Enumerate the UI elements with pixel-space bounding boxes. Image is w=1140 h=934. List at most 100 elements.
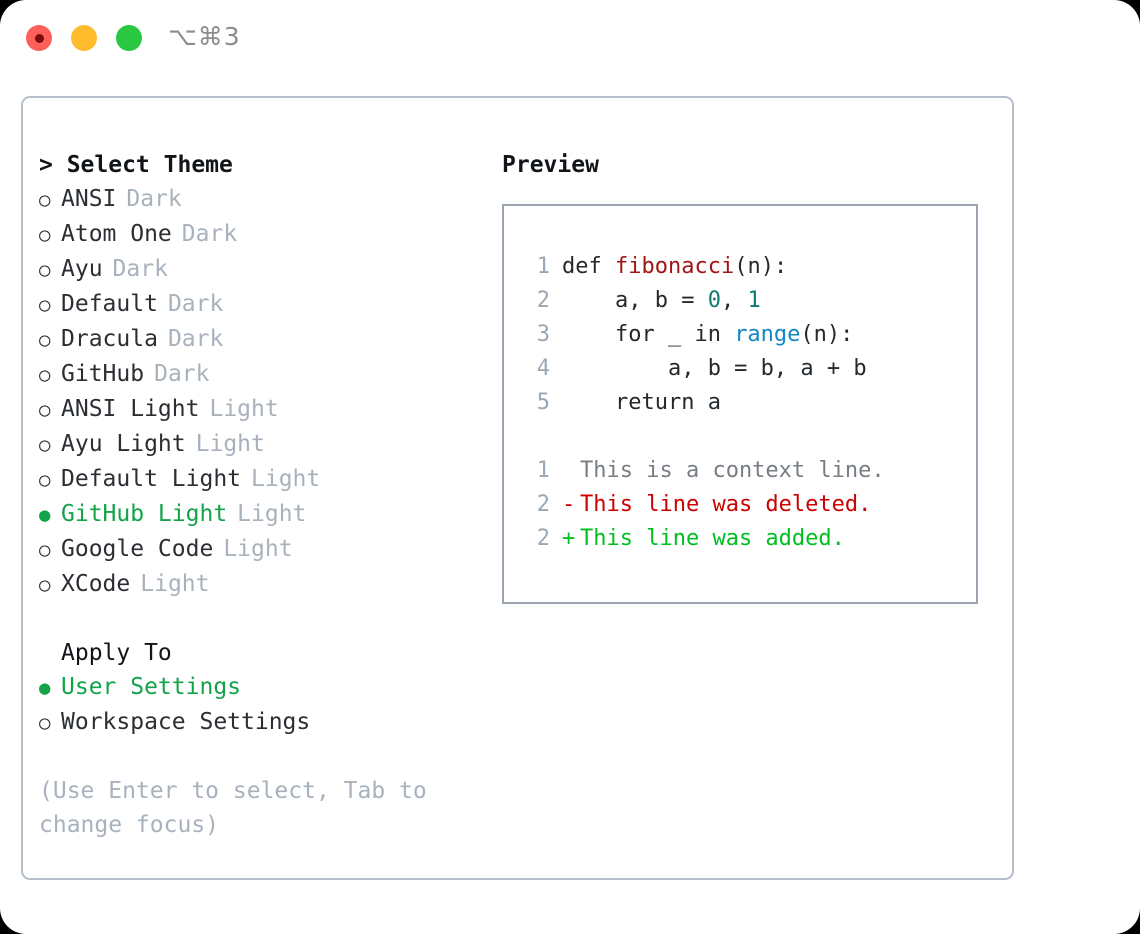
close-button[interactable]: [26, 25, 52, 51]
theme-option-variant: Light: [223, 536, 293, 562]
radio-unselected-icon: ○: [39, 539, 51, 561]
diff-sample: 1 This is a context line.2-This line was…: [522, 454, 976, 556]
code-token-plain: for _ in: [562, 322, 735, 347]
diff-sign: +: [562, 526, 576, 551]
theme-option-variant: Dark: [167, 291, 224, 317]
theme-option-label: Default Light: [61, 466, 242, 492]
theme-option-label: Ayu: [61, 256, 103, 282]
code-line-number: 4: [536, 356, 550, 381]
theme-option-label: Google Code: [61, 536, 214, 562]
radio-unselected-icon: ○: [39, 434, 51, 456]
code-line-number: 2: [536, 288, 550, 313]
code-line-number: 1: [536, 254, 550, 279]
apply-to-option-label: User Settings: [61, 674, 242, 700]
minimize-button[interactable]: [71, 25, 97, 51]
code-line: 3 for _ in range(n):: [522, 318, 976, 352]
radio-unselected-icon: ○: [39, 224, 51, 246]
code-line-number: 3: [536, 322, 550, 347]
theme-option-variant: Dark: [167, 326, 224, 352]
diff-line-text: This line was added.: [580, 526, 845, 551]
theme-option-variant: Dark: [112, 256, 168, 282]
diff-line-text: This line was deleted.: [580, 492, 872, 517]
radio-unselected-icon: ○: [39, 469, 51, 491]
code-line: 1 def fibonacci(n):: [522, 250, 976, 284]
apply-to-option-user-settings[interactable]: ●User Settings: [39, 670, 479, 705]
theme-option-variant: Light: [237, 501, 307, 527]
theme-option-label: GitHub: [61, 361, 145, 387]
code-line-text: a, b = 0, 1: [562, 284, 761, 318]
radio-unselected-icon: ○: [39, 189, 51, 211]
theme-option-dracula[interactable]: ○ Dracula Dark: [39, 322, 479, 357]
diff-line-deleted: 2-This line was deleted.: [522, 488, 976, 522]
theme-option-atom-one[interactable]: ○ Atom One Dark: [39, 217, 479, 252]
theme-option-label: Atom One: [61, 221, 172, 247]
code-token-plain: (n):: [734, 254, 788, 279]
theme-option-variant: Light: [251, 466, 321, 492]
radio-unselected-icon: ○: [39, 329, 51, 351]
theme-option-github-light[interactable]: ● GitHub Light Light: [39, 497, 479, 532]
diff-line-number: 1: [536, 458, 550, 483]
apply-to-option-workspace-settings[interactable]: ○Workspace Settings: [39, 705, 479, 740]
code-token-num: 0: [707, 288, 721, 313]
code-line: 4 a, b = b, a + b: [522, 352, 976, 386]
diff-line-number: 2: [536, 492, 550, 517]
diff-line-number: 2: [536, 526, 550, 551]
maximize-button[interactable]: [116, 25, 142, 51]
theme-option-google-code[interactable]: ○ Google Code Light: [39, 532, 479, 567]
code-token-plain: return a: [562, 390, 721, 415]
theme-option-default-light[interactable]: ○ Default Light Light: [39, 462, 479, 497]
theme-option-variant: Light: [140, 571, 210, 597]
radio-unselected-icon: ○: [39, 294, 51, 316]
code-token-plain: a, b =: [562, 288, 708, 313]
theme-option-variant: Dark: [181, 221, 238, 247]
theme-option-label: GitHub Light: [61, 501, 228, 527]
diff-line-body: -This line was deleted.: [562, 488, 871, 522]
apply-to-option-label: Workspace Settings: [61, 709, 311, 735]
diff-line-added: 2 +This line was added.: [522, 522, 976, 556]
code-line: 2 a, b = 0, 1: [522, 284, 976, 318]
radio-unselected-icon: ○: [39, 364, 51, 386]
apply-to-option-list: ●User Settings○Workspace Settings: [39, 670, 479, 740]
diff-sign: [562, 454, 580, 488]
theme-option-label: ANSI Light: [61, 396, 200, 422]
diff-line-body: This is a context line.: [562, 454, 885, 488]
theme-option-variant: Light: [209, 396, 279, 422]
radio-selected-icon: ●: [39, 504, 51, 526]
code-line-text: def fibonacci(n):: [562, 250, 787, 284]
keyboard-shortcut-label: ⌥⌘3: [168, 22, 241, 51]
theme-option-variant: Dark: [126, 186, 182, 212]
spacer: [39, 602, 479, 636]
diff-line-context: 1 This is a context line.: [522, 454, 976, 488]
diff-sign: -: [562, 492, 576, 517]
theme-option-label: Dracula: [61, 326, 158, 352]
code-token-plain: (n):: [800, 322, 854, 347]
diff-line-body: +This line was added.: [562, 522, 845, 556]
radio-unselected-icon: ○: [39, 574, 51, 596]
apply-to-header: Apply To: [61, 640, 172, 666]
code-diff-separator: [522, 420, 976, 454]
theme-option-label: Default: [61, 291, 158, 317]
theme-option-default[interactable]: ○ Default Dark: [39, 287, 479, 322]
code-line: 5 return a: [522, 386, 976, 420]
code-token-call: range: [734, 322, 801, 347]
code-line-number: 5: [536, 390, 550, 415]
theme-option-label: Ayu Light: [61, 431, 186, 457]
code-token-num: 1: [747, 288, 761, 313]
code-line-text: for _ in range(n):: [562, 318, 853, 352]
code-token-plain: a, b = b, a + b: [562, 356, 867, 381]
code-token-plain: def: [562, 254, 615, 279]
traffic-lights: [26, 25, 142, 51]
code-line-text: a, b = b, a + b: [562, 352, 867, 386]
